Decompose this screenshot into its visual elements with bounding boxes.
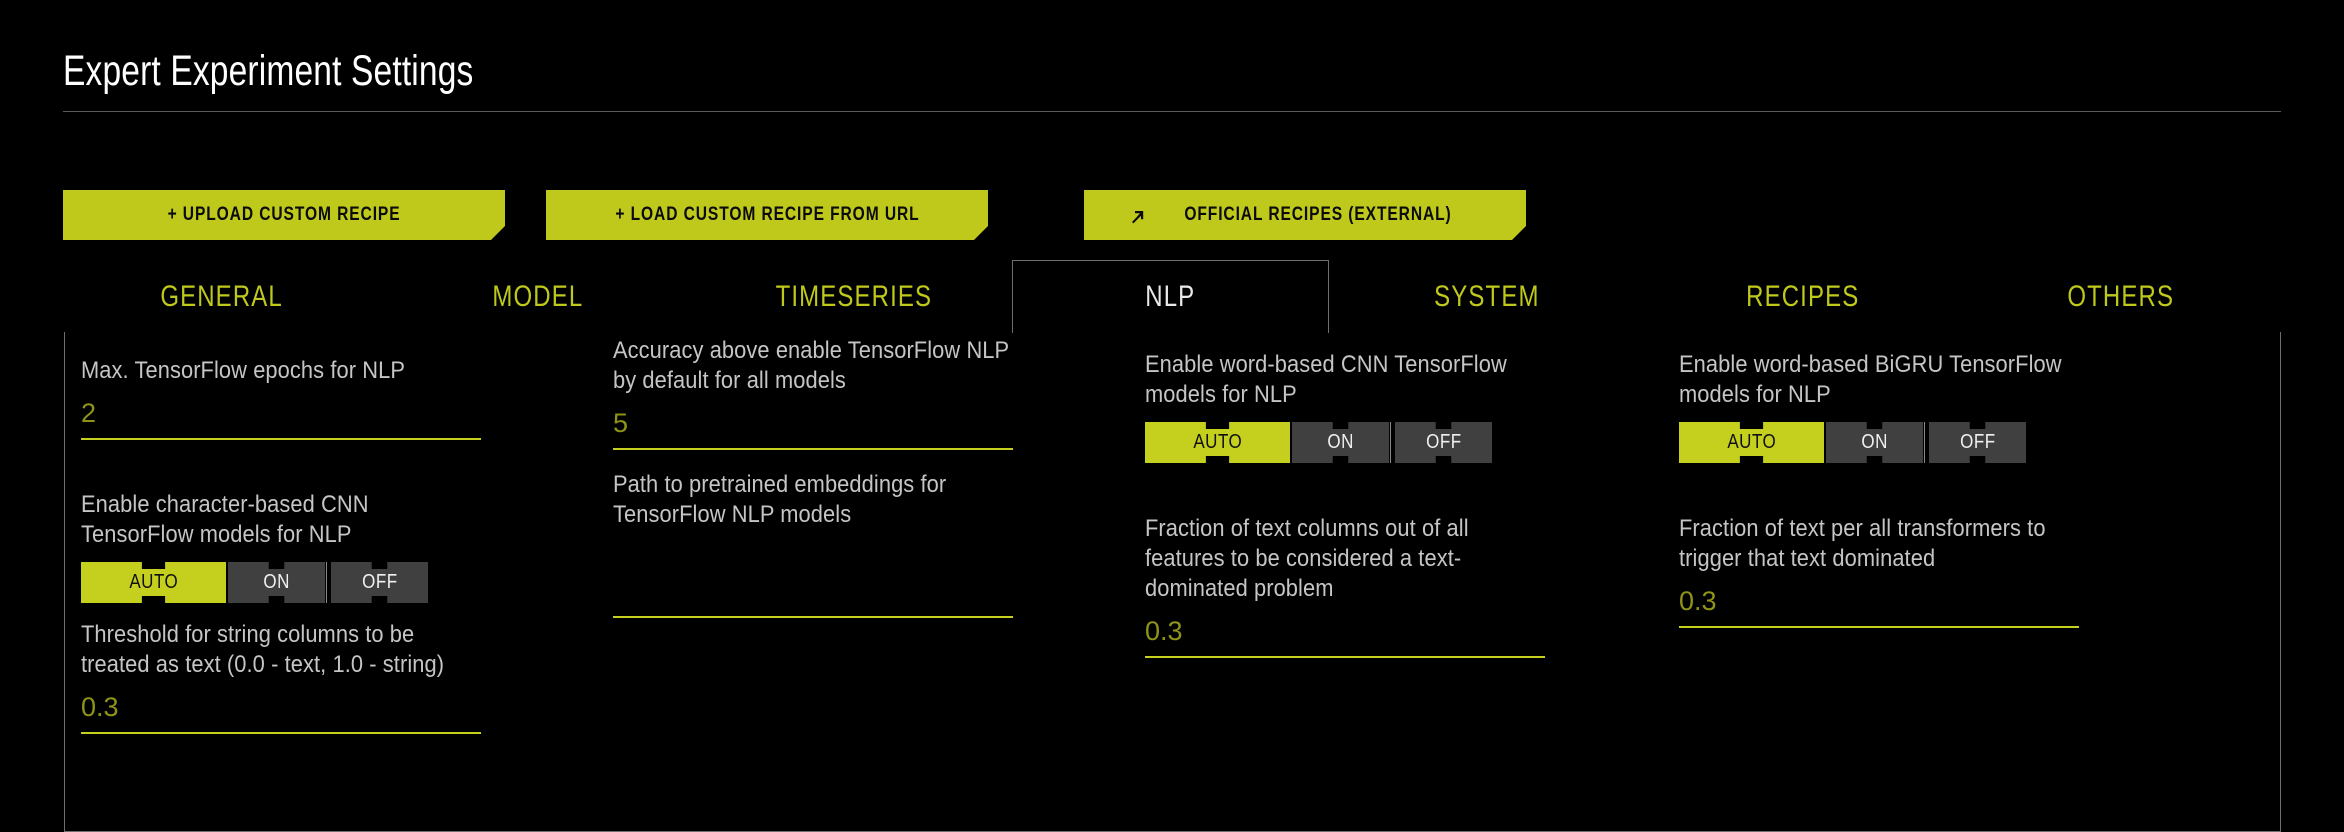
settings-tab-bar: GENERAL MODEL TIMESERIES NLP SYSTEM RECI… bbox=[64, 260, 2281, 333]
tab-nlp-label: NLP bbox=[1145, 280, 1196, 313]
tab-timeseries-label: TIMESERIES bbox=[775, 279, 933, 313]
word-cnn-toggle-auto[interactable]: AUTO bbox=[1145, 422, 1290, 463]
field-string-column-threshold-label: Threshold for string columns to be treat… bbox=[81, 621, 445, 678]
word-bigru-toggle-group: AUTO ON OFF bbox=[1679, 422, 2079, 463]
title-divider bbox=[63, 111, 2281, 112]
character-cnn-toggle-off[interactable]: OFF bbox=[331, 562, 428, 603]
field-pretrained-embeddings-path: Path to pretrained embeddings for Tensor… bbox=[613, 470, 1013, 618]
official-recipes-external-button[interactable]: OFFICIAL RECIPES (EXTERNAL) bbox=[1084, 190, 1526, 240]
field-max-tensorflow-epochs: Max. TensorFlow epochs for NLP bbox=[81, 356, 481, 440]
text-transformer-fraction-input[interactable] bbox=[1679, 584, 2079, 628]
text-column-fraction-input[interactable] bbox=[1145, 614, 1545, 658]
word-cnn-toggle-on[interactable]: ON bbox=[1292, 422, 1389, 463]
external-link-icon bbox=[1129, 209, 1146, 226]
field-text-column-fraction-label: Fraction of text columns out of all feat… bbox=[1145, 515, 1469, 602]
field-accuracy-above-enable-nlp-label: Accuracy above enable TensorFlow NLP by … bbox=[613, 337, 1009, 394]
upload-custom-recipe-button[interactable]: + UPLOAD CUSTOM RECIPE bbox=[63, 190, 505, 240]
tab-model[interactable]: MODEL bbox=[380, 260, 696, 333]
field-enable-word-bigru-label: Enable word-based BiGRU TensorFlow model… bbox=[1679, 351, 2062, 408]
toggle-divider bbox=[1924, 422, 1925, 463]
field-string-column-threshold: Threshold for string columns to be treat… bbox=[81, 620, 481, 734]
tab-others[interactable]: OTHERS bbox=[1961, 260, 2281, 333]
field-pretrained-embeddings-path-label: Path to pretrained embeddings for Tensor… bbox=[613, 471, 947, 528]
toggle-divider bbox=[1390, 422, 1391, 463]
tab-timeseries[interactable]: TIMESERIES bbox=[696, 260, 1012, 333]
word-bigru-toggle-auto[interactable]: AUTO bbox=[1679, 422, 1824, 463]
tab-system[interactable]: SYSTEM bbox=[1329, 260, 1645, 333]
tab-model-label: MODEL bbox=[492, 279, 584, 313]
max-tensorflow-epochs-input[interactable] bbox=[81, 396, 481, 440]
word-cnn-toggle-group: AUTO ON OFF bbox=[1145, 422, 1545, 463]
toggle-divider bbox=[326, 562, 327, 603]
word-bigru-toggle-on[interactable]: ON bbox=[1826, 422, 1923, 463]
field-text-transformer-fraction-label: Fraction of text per all transformers to… bbox=[1679, 515, 2046, 572]
field-enable-word-cnn: Enable word-based CNN TensorFlow models … bbox=[1145, 350, 1545, 463]
field-enable-word-bigru: Enable word-based BiGRU TensorFlow model… bbox=[1679, 350, 2079, 463]
character-cnn-toggle-group: AUTO ON OFF bbox=[81, 562, 481, 603]
field-text-transformer-fraction: Fraction of text per all transformers to… bbox=[1679, 514, 2079, 628]
field-text-column-fraction: Fraction of text columns out of all feat… bbox=[1145, 514, 1545, 658]
field-enable-character-cnn: Enable character-based CNN TensorFlow mo… bbox=[81, 490, 481, 603]
character-cnn-toggle-auto[interactable]: AUTO bbox=[81, 562, 226, 603]
upload-custom-recipe-label: + UPLOAD CUSTOM RECIPE bbox=[167, 204, 401, 225]
official-recipes-external-label: OFFICIAL RECIPES (EXTERNAL) bbox=[1184, 204, 1452, 225]
tab-recipes[interactable]: RECIPES bbox=[1645, 260, 1961, 333]
tab-general-label: GENERAL bbox=[160, 279, 284, 313]
field-accuracy-above-enable-nlp: Accuracy above enable TensorFlow NLP by … bbox=[613, 336, 1013, 450]
field-enable-character-cnn-label: Enable character-based CNN TensorFlow mo… bbox=[81, 491, 369, 548]
tab-general[interactable]: GENERAL bbox=[64, 260, 380, 333]
page-title: Expert Experiment Settings bbox=[63, 47, 474, 95]
nlp-settings-panel: Max. TensorFlow epochs for NLP Enable ch… bbox=[64, 332, 2281, 832]
tab-recipes-label: RECIPES bbox=[1746, 279, 1860, 313]
load-custom-recipe-from-url-button[interactable]: + LOAD CUSTOM RECIPE FROM URL bbox=[546, 190, 988, 240]
string-column-threshold-input[interactable] bbox=[81, 690, 481, 734]
load-custom-recipe-from-url-label: + LOAD CUSTOM RECIPE FROM URL bbox=[614, 204, 920, 225]
word-cnn-toggle-off[interactable]: OFF bbox=[1395, 422, 1492, 463]
field-max-tensorflow-epochs-label: Max. TensorFlow epochs for NLP bbox=[81, 357, 406, 384]
tab-system-label: SYSTEM bbox=[1434, 279, 1540, 313]
character-cnn-toggle-on[interactable]: ON bbox=[228, 562, 325, 603]
tab-nlp[interactable]: NLP bbox=[1012, 260, 1329, 333]
accuracy-above-enable-nlp-input[interactable] bbox=[613, 406, 1013, 450]
pretrained-embeddings-path-input[interactable] bbox=[613, 574, 1013, 618]
field-enable-word-cnn-label: Enable word-based CNN TensorFlow models … bbox=[1145, 351, 1507, 408]
tab-others-label: OTHERS bbox=[2067, 279, 2175, 313]
word-bigru-toggle-off[interactable]: OFF bbox=[1929, 422, 2026, 463]
